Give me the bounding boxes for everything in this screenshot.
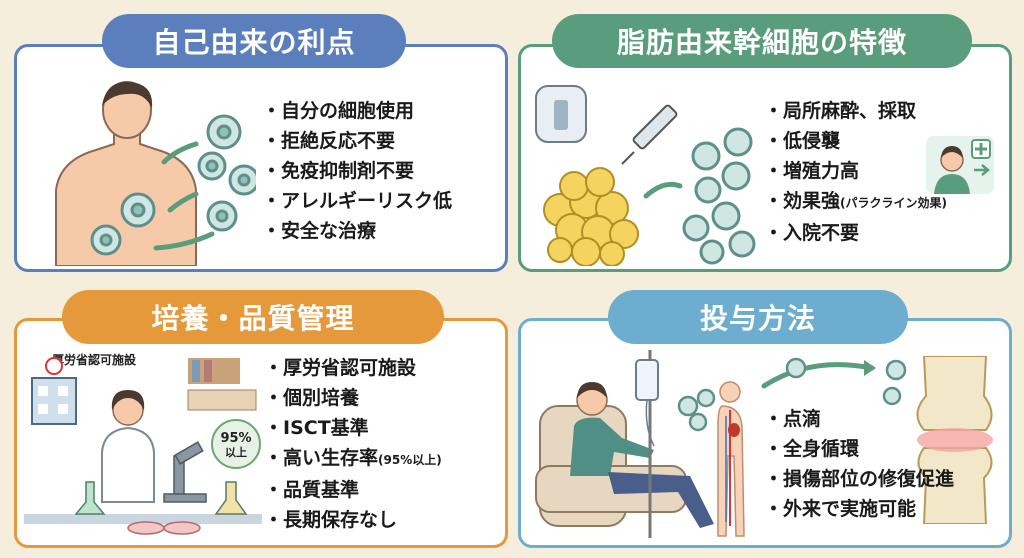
- building-icon: [31, 357, 77, 425]
- patient-icon: [926, 136, 994, 194]
- list-item: 外来で実施可能: [764, 494, 954, 524]
- list-item: 厚労省認可施設: [264, 353, 442, 383]
- shelf-icon: [187, 358, 257, 411]
- adipose-list: 局所麻酔、採取 低侵襲 増殖力高 効果強(パラクライン効果) 入院不要: [764, 96, 947, 248]
- badge-95-icon: 95% 以上: [211, 419, 261, 469]
- list-item: 増殖力高: [764, 156, 947, 186]
- list-item: 低侵襲: [764, 126, 947, 156]
- lab-bench: [24, 514, 262, 524]
- list-item: 点滴: [764, 404, 954, 434]
- list-item: 全身循環: [764, 434, 954, 464]
- stem-cell-icon: [677, 388, 716, 432]
- stem-cell-icon: [682, 127, 756, 265]
- list-item-note: (パラクライン効果): [840, 196, 948, 210]
- list-item: 高い生存率(95%以上): [264, 443, 442, 475]
- list-item-main: 効果強: [783, 190, 841, 212]
- fat-tissue-icon: [543, 167, 639, 266]
- culture-title: 培養・品質管理: [62, 290, 444, 344]
- list-item: アレルギーリスク低: [262, 186, 452, 216]
- badge-value: 95%: [220, 431, 251, 446]
- human-body-icon: [717, 381, 745, 537]
- arrow-icon: [761, 362, 875, 389]
- adipose-illustration: [535, 85, 756, 266]
- arrow-icon: [643, 181, 683, 199]
- iv-infusion-illustration: [535, 350, 745, 538]
- stem-cell-icon: [90, 114, 256, 256]
- autologous-list: 自分の細胞使用 拒絶反応不要 免疫抑制剤不要 アレルギーリスク低 安全な治療: [262, 96, 452, 246]
- administration-list: 点滴 全身循環 損傷部位の修復促進 外来で実施可能: [764, 404, 954, 524]
- petri-dish-icon: [127, 521, 201, 535]
- scientist-icon: [101, 390, 155, 503]
- list-item: 入院不要: [764, 218, 947, 248]
- syringe-icon: [621, 104, 678, 165]
- body-cells-illustration: [55, 81, 256, 266]
- list-item: 損傷部位の修復促進: [764, 464, 954, 494]
- microscope-icon: [163, 441, 207, 503]
- list-item: 局所麻酔、採取: [764, 96, 947, 126]
- patient-icon: [570, 382, 714, 528]
- iv-stand-icon: [635, 350, 659, 538]
- list-item: 長期保存なし: [264, 505, 442, 535]
- list-item: 品質基準: [264, 475, 442, 505]
- list-item-main: 高い生存率: [283, 447, 379, 469]
- list-item-note: (95%以上): [378, 453, 442, 467]
- list-item: 拒絶反応不要: [262, 126, 452, 156]
- lab-illustration: 95% 以上: [24, 357, 262, 535]
- list-item: 効果強(パラクライン効果): [764, 186, 947, 218]
- list-item: 安全な治療: [262, 216, 452, 246]
- autologous-title: 自己由来の利点: [102, 14, 406, 68]
- list-item: 自分の細胞使用: [262, 96, 452, 126]
- administration-title: 投与方法: [608, 290, 908, 344]
- flask-icon: [74, 481, 248, 515]
- arrow-icon: [153, 141, 215, 251]
- adipose-title: 脂肪由来幹細胞の特徴: [552, 14, 972, 68]
- list-item: 免疫抑制剤不要: [262, 156, 452, 186]
- arrow-head-icon: [864, 360, 876, 376]
- culture-list: 厚労省認可施設 個別培養 ISCT基準 高い生存率(95%以上) 品質基準 長期…: [264, 353, 442, 535]
- list-item: ISCT基準: [264, 413, 442, 443]
- list-item: 個別培養: [264, 383, 442, 413]
- badge-sub: 以上: [225, 445, 247, 459]
- facility-label: 厚労省認可施設: [52, 353, 137, 367]
